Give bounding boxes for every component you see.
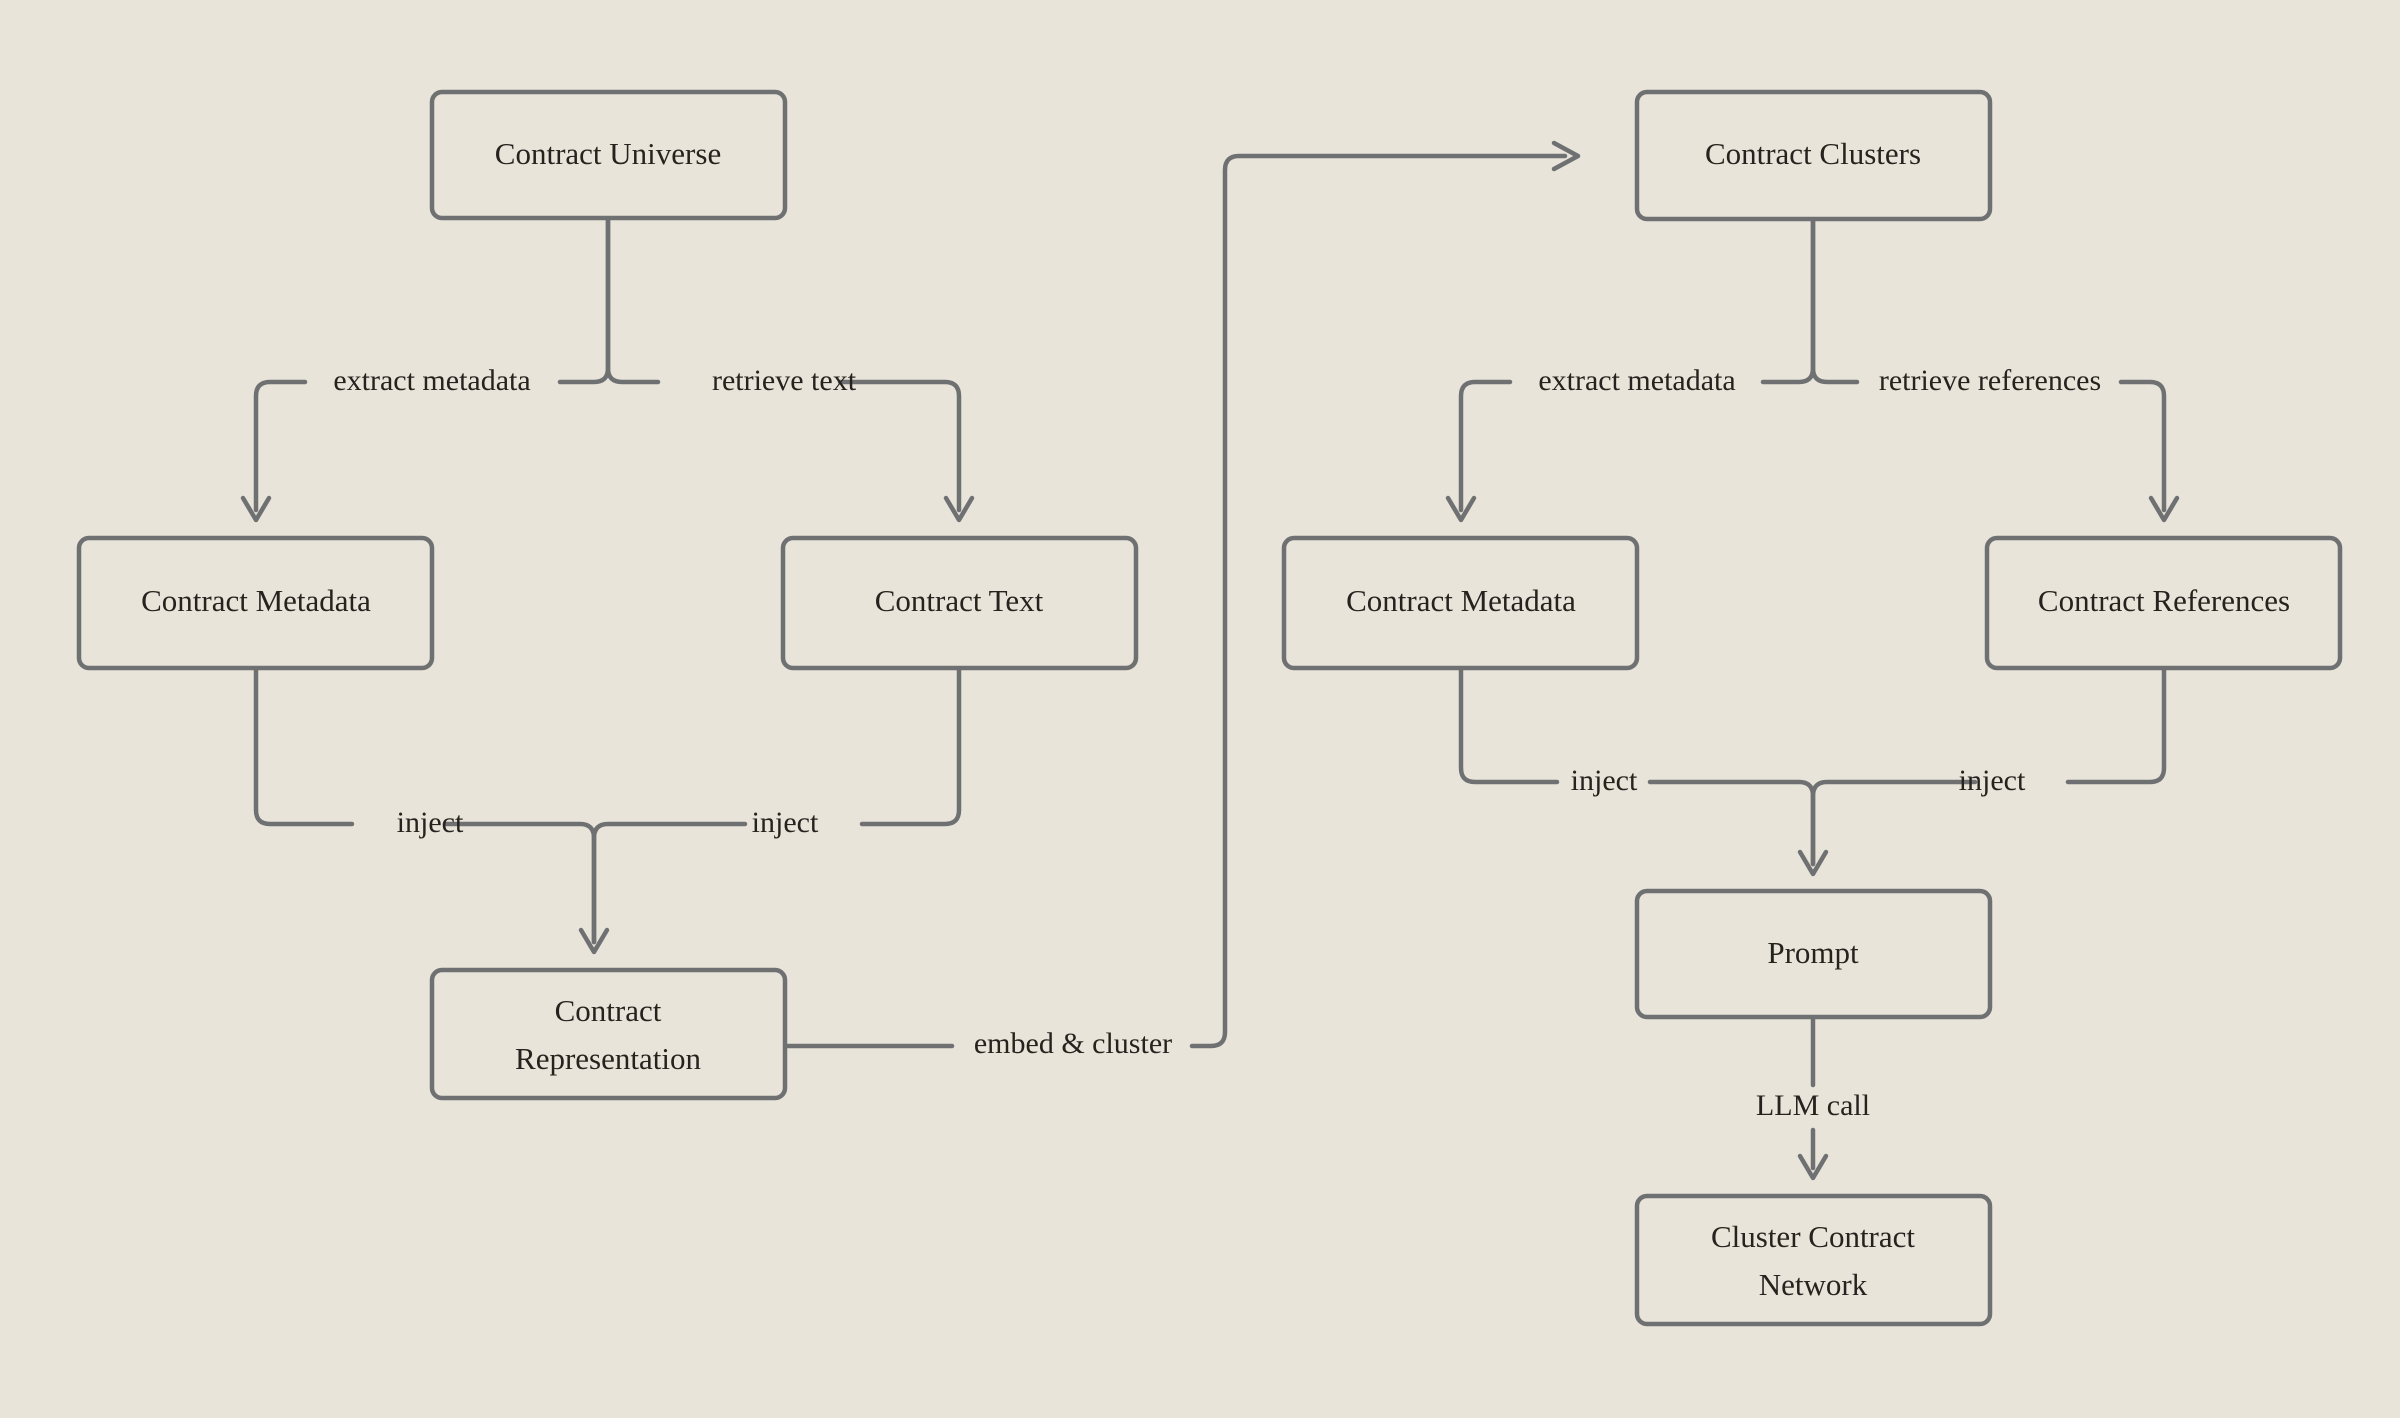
node-box-contract-text[interactable] xyxy=(780,535,1139,671)
node-contract-references[interactable]: Contract References xyxy=(1984,535,2343,671)
edge-arrowhead-e5 xyxy=(1551,140,1581,172)
edge-embed-cluster xyxy=(785,140,1581,1049)
edge-label-llm-call: LLM call xyxy=(1756,1089,1870,1122)
node-contract-clusters[interactable]: Contract Clusters xyxy=(1634,89,1993,222)
node-label-contract-metadata-right: Contract Metadata xyxy=(1346,583,1576,618)
edge-arrowhead-e10 xyxy=(1797,1153,1829,1181)
edge-arrowhead-e2 xyxy=(943,495,975,523)
edge-arrowhead-e1 xyxy=(240,495,272,523)
node-contract-metadata-left[interactable]: Contract Metadata xyxy=(76,535,435,671)
node-contract-representation[interactable]: Contract Representation xyxy=(429,967,788,1101)
edge-path-e5b xyxy=(1189,153,1568,1049)
node-label-cluster-contract-network-line1: Cluster Contract xyxy=(1711,1219,1915,1254)
edge-arrowhead-e3 xyxy=(578,927,610,955)
edge-path-e9b xyxy=(1810,779,1978,867)
node-layer: Contract Universe Contract Metadata Cont… xyxy=(76,89,2343,1327)
node-cluster-contract-network[interactable]: Cluster Contract Network xyxy=(1634,1193,1993,1327)
node-label-prompt: Prompt xyxy=(1767,935,1859,970)
node-label-contract-text: Contract Text xyxy=(875,583,1044,618)
edge-label-embed-cluster: embed & cluster xyxy=(974,1027,1172,1060)
node-label-cluster-contract-network-line2: Network xyxy=(1759,1267,1868,1302)
edge-path-e1b xyxy=(253,379,308,513)
edge-path-e6b xyxy=(1458,379,1513,513)
node-label-contract-representation-line2: Representation xyxy=(515,1041,701,1076)
edge-label-inject-references: inject xyxy=(1959,764,2026,797)
edge-retrieve-references xyxy=(1810,216,2180,523)
node-box-contract-metadata-right[interactable] xyxy=(1281,535,1640,671)
node-label-contract-references: Contract References xyxy=(2038,583,2290,618)
node-box-cluster-contract-network[interactable] xyxy=(1634,1193,1993,1327)
edge-path-e6 xyxy=(1760,216,1816,385)
edge-path-e8 xyxy=(1458,665,1560,785)
edge-arrowhead-e7 xyxy=(2148,495,2180,523)
edge-path-e4 xyxy=(859,665,962,827)
edge-label-retrieve-references: retrieve references xyxy=(1879,364,2101,397)
node-contract-universe[interactable]: Contract Universe xyxy=(429,89,788,221)
edge-llm-call xyxy=(1797,1014,1829,1181)
edge-label-layer: extract metadata retrieve text inject in… xyxy=(333,364,2101,1122)
node-box-contract-representation[interactable] xyxy=(429,967,788,1101)
edge-path-e4b xyxy=(591,821,748,945)
node-contract-metadata-right[interactable]: Contract Metadata xyxy=(1281,535,1640,671)
node-label-contract-universe: Contract Universe xyxy=(495,136,721,171)
edge-path-e3b xyxy=(442,821,597,945)
node-label-contract-metadata-left: Contract Metadata xyxy=(141,583,371,618)
node-prompt[interactable]: Prompt xyxy=(1634,888,1993,1020)
edge-arrowhead-e6 xyxy=(1445,495,1477,523)
node-label-contract-representation-line1: Contract xyxy=(555,993,662,1028)
node-box-contract-clusters[interactable] xyxy=(1634,89,1993,222)
node-box-contract-metadata-left[interactable] xyxy=(76,535,435,671)
edge-inject-text xyxy=(591,665,962,945)
edge-label-extract-metadata-left: extract metadata xyxy=(333,364,530,397)
edge-label-inject-metadata-left: inject xyxy=(397,806,464,839)
edge-path-e2 xyxy=(605,215,661,385)
edge-label-inject-text: inject xyxy=(752,806,819,839)
edge-path-e9 xyxy=(2065,665,2167,785)
edge-retrieve-text xyxy=(605,215,975,523)
edge-label-retrieve-text: retrieve text xyxy=(712,364,857,397)
edge-path-e7b xyxy=(2118,379,2167,513)
edge-label-extract-metadata-right: extract metadata xyxy=(1538,364,1735,397)
node-label-contract-clusters: Contract Clusters xyxy=(1705,136,1921,171)
edge-path-e2b xyxy=(837,379,962,513)
edge-path-e1 xyxy=(557,215,611,385)
edge-label-inject-metadata-right: inject xyxy=(1571,764,1638,797)
edge-inject-references xyxy=(1810,665,2167,867)
edge-inject-metadata-right xyxy=(1458,665,1829,877)
edge-arrowhead-e8 xyxy=(1797,849,1829,877)
node-box-prompt[interactable] xyxy=(1634,888,1993,1020)
edge-path-e3 xyxy=(253,665,355,827)
node-contract-text[interactable]: Contract Text xyxy=(780,535,1139,671)
edge-path-e7 xyxy=(1810,216,1860,385)
edge-path-e8b xyxy=(1647,779,1816,867)
node-box-contract-universe[interactable] xyxy=(429,89,788,221)
node-box-contract-references[interactable] xyxy=(1984,535,2343,671)
edge-layer xyxy=(240,140,2180,1181)
